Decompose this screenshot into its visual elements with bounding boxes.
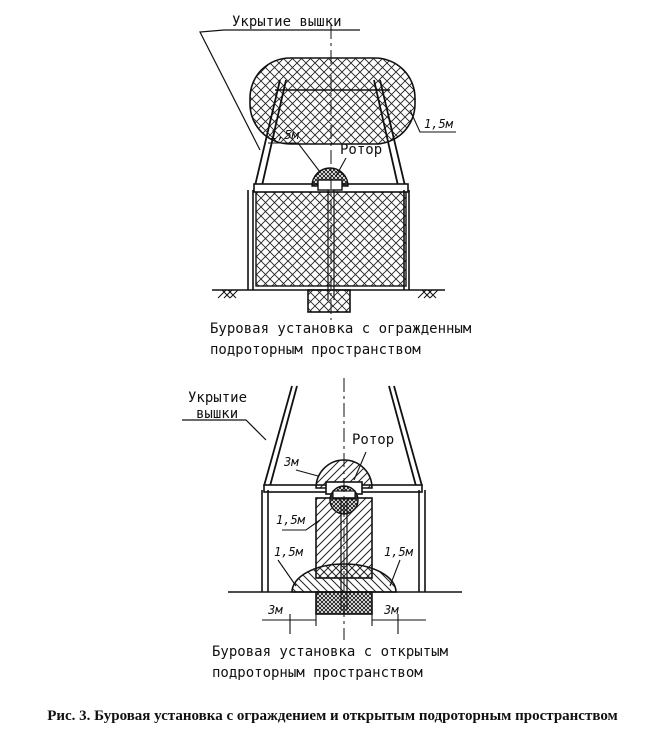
top-dim-left: 1,5м bbox=[270, 128, 300, 142]
bottom-derrick-cover bbox=[263, 385, 423, 487]
bottom-rig-legs bbox=[261, 490, 426, 592]
top-hazard-zone-upper bbox=[249, 57, 416, 145]
bottom-dim-ground-right-leader bbox=[389, 559, 401, 587]
bottom-caption-line2: подроторным пространством bbox=[212, 665, 423, 681]
bottom-label-rotor: Ротор bbox=[352, 432, 394, 448]
top-dim-leader-right bbox=[409, 109, 456, 133]
bottom-caption-line1: Буровая установка с открытым bbox=[212, 644, 449, 660]
top-rig-legs bbox=[247, 190, 410, 290]
top-cover-leader bbox=[199, 29, 360, 151]
bottom-dim-ground-left-leader bbox=[277, 559, 297, 587]
bottom-dim-3m-left: 3м bbox=[267, 603, 283, 617]
bottom-label-cover-2: вышки bbox=[196, 406, 238, 422]
bottom-dim-3m-left-line bbox=[262, 600, 317, 634]
figure-caption: Рис. 3. Буровая установка с ограждением … bbox=[47, 708, 618, 724]
top-dim-right: 1,5м bbox=[424, 117, 454, 131]
top-rotor-leader bbox=[335, 157, 347, 177]
top-caption-line2: подроторным пространством bbox=[210, 342, 421, 358]
bottom-label-cover-1: Укрытие bbox=[188, 390, 247, 406]
bottom-dim-shaft: 1,5м bbox=[276, 513, 306, 527]
top-rig-diagram: Укрытие вышки 1,5м 1,5м Ротор Буровая ус… bbox=[199, 14, 472, 358]
top-well-cellar bbox=[307, 289, 351, 313]
top-label-cover: Укрытие вышки bbox=[232, 14, 342, 30]
bottom-rotor-leader bbox=[353, 451, 367, 481]
top-ground-hatch-left bbox=[217, 289, 239, 299]
bottom-dim-ground-right: 1,5м bbox=[384, 545, 414, 559]
top-dim-leader-left bbox=[268, 142, 321, 173]
bottom-cover-leader bbox=[182, 419, 267, 441]
bottom-dim-3m-right-line bbox=[371, 600, 426, 634]
bottom-dim-3m-top-leader bbox=[295, 469, 319, 477]
top-derrick-cover bbox=[253, 79, 407, 191]
bottom-rig-diagram: Укрытие вышки Ротор 3м 1,5м 1,5м 1,5м 3м… bbox=[182, 378, 462, 681]
bottom-dim-ground-left: 1,5м bbox=[274, 545, 304, 559]
top-rotor-table bbox=[317, 179, 343, 191]
top-caption-line1: Буровая установка с огражденным bbox=[210, 321, 472, 337]
top-ground-hatch-right bbox=[417, 289, 439, 299]
bottom-dim-shaft-leader bbox=[282, 519, 321, 531]
bottom-dim-3m-right: 3м bbox=[383, 603, 399, 617]
top-label-rotor: Ротор bbox=[340, 142, 382, 158]
bottom-dim-3m-top: 3м bbox=[283, 455, 299, 469]
